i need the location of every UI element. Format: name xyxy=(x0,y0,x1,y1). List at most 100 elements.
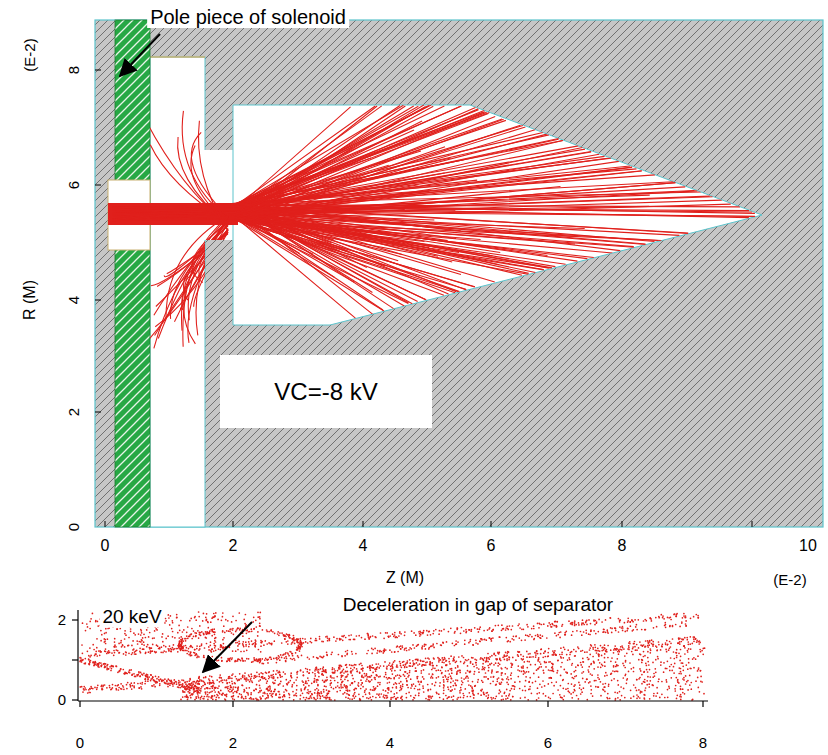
particle-dot xyxy=(129,672,131,674)
particle-dot xyxy=(180,648,182,650)
particle-dot xyxy=(555,621,557,623)
particle-dot xyxy=(109,666,111,668)
particle-dot xyxy=(230,628,232,630)
particle-dot xyxy=(295,652,297,654)
particle-dot xyxy=(369,636,371,638)
particle-dot xyxy=(246,658,248,660)
particle-dot xyxy=(118,671,120,673)
particle-dot xyxy=(461,627,463,629)
particle-dot xyxy=(383,650,385,652)
particle-dot xyxy=(556,621,558,623)
particle-dot xyxy=(578,648,580,650)
particle-dot xyxy=(198,681,200,683)
particle-dot xyxy=(173,679,175,681)
particle-dot xyxy=(614,627,616,629)
particle-dot xyxy=(206,659,208,661)
particle-dot xyxy=(607,631,609,633)
particle-dot xyxy=(270,690,272,692)
particle-dot xyxy=(391,651,393,653)
particle-dot xyxy=(565,631,567,633)
particle-dot xyxy=(564,634,566,636)
particle-dot xyxy=(682,617,684,619)
particle-dot xyxy=(293,640,295,642)
particle-dot xyxy=(412,665,414,667)
particle-dot xyxy=(279,632,281,634)
particle-dot xyxy=(255,643,257,645)
particle-dot xyxy=(169,684,171,686)
particle-dot xyxy=(498,636,500,638)
particle-dot xyxy=(300,670,302,672)
particle-dot xyxy=(491,630,493,632)
particle-dot xyxy=(693,638,695,640)
trajectory xyxy=(112,125,523,213)
particle-dot xyxy=(339,638,341,640)
particle-dot xyxy=(697,617,699,619)
particle-dot xyxy=(275,694,277,696)
particle-dot xyxy=(589,634,591,636)
particle-dot xyxy=(115,685,117,687)
particle-dot xyxy=(692,636,694,638)
particle-dot xyxy=(634,646,636,648)
particle-dot xyxy=(248,658,250,660)
particle-dot xyxy=(544,650,546,652)
particle-dot xyxy=(168,682,170,684)
particle-dot xyxy=(321,673,323,675)
particle-dot xyxy=(254,659,256,661)
particle-dot xyxy=(118,652,120,654)
particle-dot xyxy=(199,632,201,634)
particle-dot xyxy=(364,691,366,693)
particle-dot xyxy=(660,614,662,616)
particle-dot xyxy=(297,639,299,641)
particle-dot xyxy=(299,641,301,643)
trajectory xyxy=(112,216,475,287)
particle-dot xyxy=(539,637,541,639)
particle-dot xyxy=(685,625,687,627)
particle-dot xyxy=(147,678,149,680)
particle-dot xyxy=(376,652,378,654)
particle-dot xyxy=(442,659,444,661)
particle-dot xyxy=(237,645,239,647)
particle-dot xyxy=(244,675,246,677)
particle-dot xyxy=(540,648,542,650)
particle-dot xyxy=(146,673,148,675)
backstream-trajectory xyxy=(191,145,228,223)
particle-dot xyxy=(385,649,387,651)
particle-dot xyxy=(581,622,583,624)
particle-dot xyxy=(229,676,231,678)
particle-dot xyxy=(509,657,511,659)
particle-dot xyxy=(601,647,603,649)
particle-dot xyxy=(299,650,301,652)
particle-dot xyxy=(178,646,180,648)
particle-dot xyxy=(605,631,607,633)
particle-dot xyxy=(173,682,175,684)
particle-dot xyxy=(199,648,201,650)
particle-dot xyxy=(193,685,195,687)
particle-dot xyxy=(100,685,102,687)
particle-dot xyxy=(96,687,98,689)
particle-dot xyxy=(182,647,184,649)
particle-dot xyxy=(632,629,634,631)
particle-dot xyxy=(394,634,396,636)
particle-dot xyxy=(323,671,325,673)
particle-dot xyxy=(463,657,465,659)
particle-dot xyxy=(339,666,341,668)
particle-dot xyxy=(203,656,205,658)
particle-dot xyxy=(468,642,470,644)
particle-dot xyxy=(415,634,417,636)
particle-dot xyxy=(299,643,301,645)
particle-dot xyxy=(270,629,272,631)
particle-dot xyxy=(387,635,389,637)
particle-dot xyxy=(367,666,369,668)
particle-dot xyxy=(567,649,569,651)
particle-dot xyxy=(254,642,256,644)
particle-dot xyxy=(285,656,287,658)
particle-dot xyxy=(264,677,266,679)
particle-dot xyxy=(378,663,380,665)
particle-dot xyxy=(681,622,683,624)
particle-dot xyxy=(351,664,353,666)
particle-dot xyxy=(299,646,301,648)
particle-dot xyxy=(417,644,419,646)
particle-dot xyxy=(468,659,470,661)
particle-dot xyxy=(265,672,267,674)
particle-dot xyxy=(590,630,592,632)
